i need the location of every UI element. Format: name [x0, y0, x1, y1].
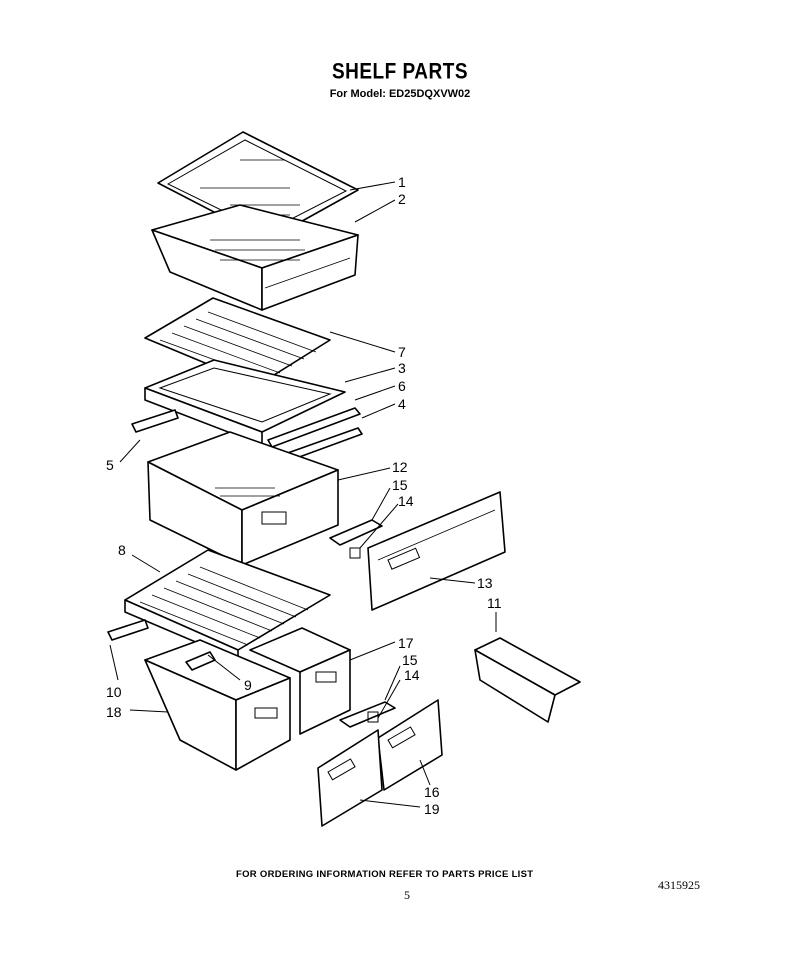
part-pan-front-left: [317, 729, 383, 827]
callout-17: 17: [398, 635, 414, 651]
part-crisper-front-panel: [367, 491, 506, 611]
callout-11: 11: [487, 595, 502, 611]
part-pan-front-right: [377, 699, 443, 791]
part-humidity-slide-upper: [329, 519, 383, 559]
model-subtitle: For Model: ED25DQXVW02: [329, 88, 471, 100]
part-deli-drawer: [151, 204, 359, 311]
document-number: 4315925: [658, 878, 700, 892]
part-left-pan: [144, 639, 291, 771]
part-crisper-pan: [147, 431, 339, 566]
callout-8: 8: [118, 542, 126, 558]
callout-1: 1: [398, 174, 406, 190]
page-title: SHELF PARTS: [331, 60, 469, 85]
callout-7: 7: [398, 344, 406, 360]
callout-2: 2: [398, 191, 406, 207]
callout-15-upper: 15: [392, 477, 408, 493]
callout-10: 10: [106, 684, 122, 700]
page-number: 5: [404, 888, 410, 902]
callout-12: 12: [392, 459, 408, 475]
ordering-note: FOR ORDERING INFORMATION REFER TO PARTS …: [236, 869, 534, 880]
callout-3: 3: [398, 360, 406, 376]
callout-6: 6: [398, 378, 406, 394]
part-humidity-slide-lower: [339, 701, 396, 728]
callout-14-upper: 14: [398, 493, 414, 509]
callout-18: 18: [106, 704, 122, 720]
callout-5: 5: [106, 457, 114, 473]
callout-9: 9: [244, 677, 252, 693]
callout-4: 4: [398, 396, 406, 412]
callout-16: 16: [424, 784, 440, 800]
leader-lines: [109, 181, 497, 808]
callout-19: 19: [424, 801, 440, 817]
callout-15-lower: 15: [402, 652, 418, 668]
callout-14-lower: 14: [404, 667, 420, 683]
part-utility-bin: [474, 637, 581, 723]
part-right-pan: [249, 627, 351, 735]
callout-13: 13: [477, 575, 493, 591]
